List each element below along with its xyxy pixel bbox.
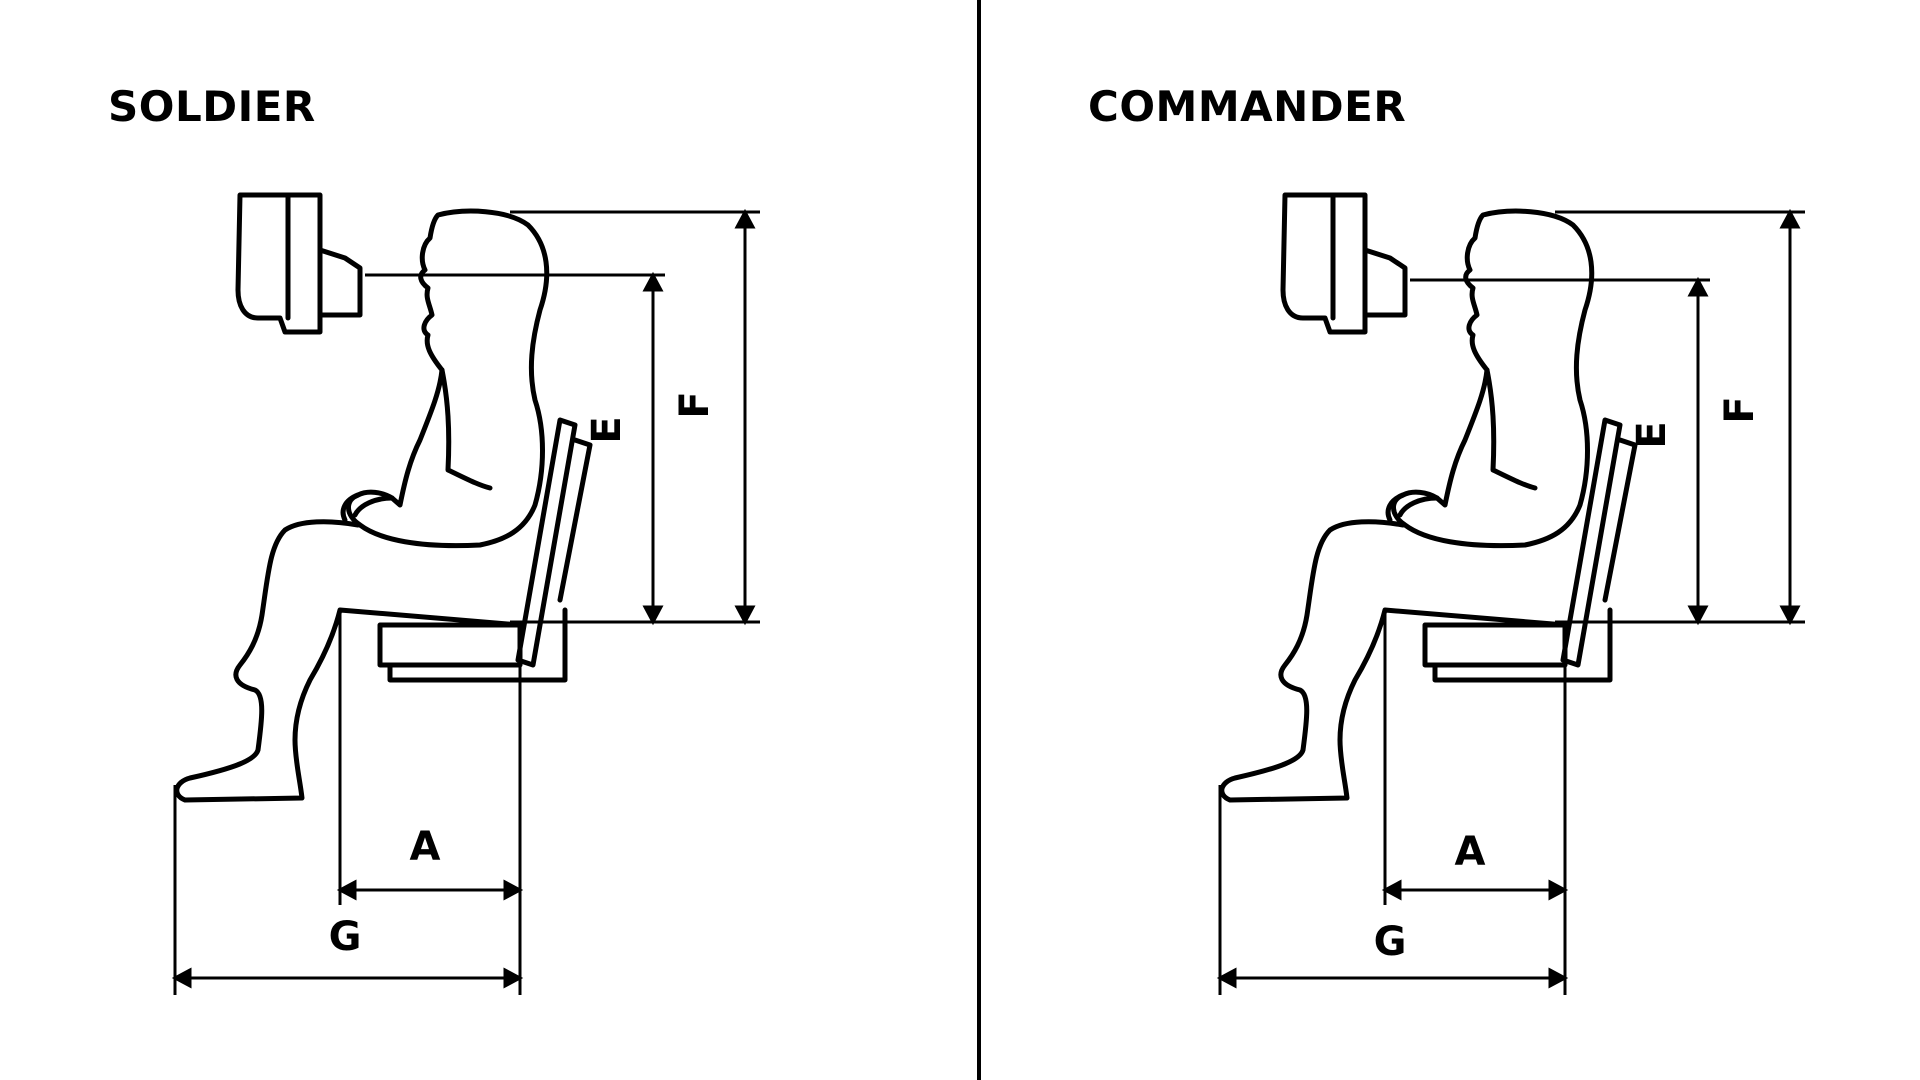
- dimension-lines: [1216, 208, 1805, 995]
- dimension-label-e: E: [584, 416, 630, 443]
- display-monitor-icon: [1280, 192, 1408, 335]
- panel-soldier: SOLDIER: [108, 82, 760, 995]
- person-silhouette: [1391, 208, 1595, 549]
- dimension-lines: [171, 208, 760, 995]
- person-silhouette: [346, 208, 550, 549]
- dimension-label-f: F: [672, 391, 718, 418]
- panel-title: COMMANDER: [1088, 82, 1407, 131]
- dimension-label-e: E: [1629, 421, 1675, 448]
- seated-posture-diagram: A G E F: [171, 192, 760, 995]
- display-monitor-icon: [235, 192, 363, 335]
- seated-posture-diagram: A G E F: [1216, 192, 1805, 995]
- dimension-label-a: A: [1455, 829, 1486, 875]
- dimension-label-f: F: [1717, 396, 1763, 423]
- panel-divider: [977, 0, 981, 1080]
- dimension-label-g: G: [1374, 919, 1407, 965]
- dimension-label-g: G: [329, 914, 362, 960]
- dimension-label-a: A: [410, 824, 441, 870]
- panel-title: SOLDIER: [108, 82, 316, 131]
- panel-commander: COMMANDER: [980, 0, 1920, 1080]
